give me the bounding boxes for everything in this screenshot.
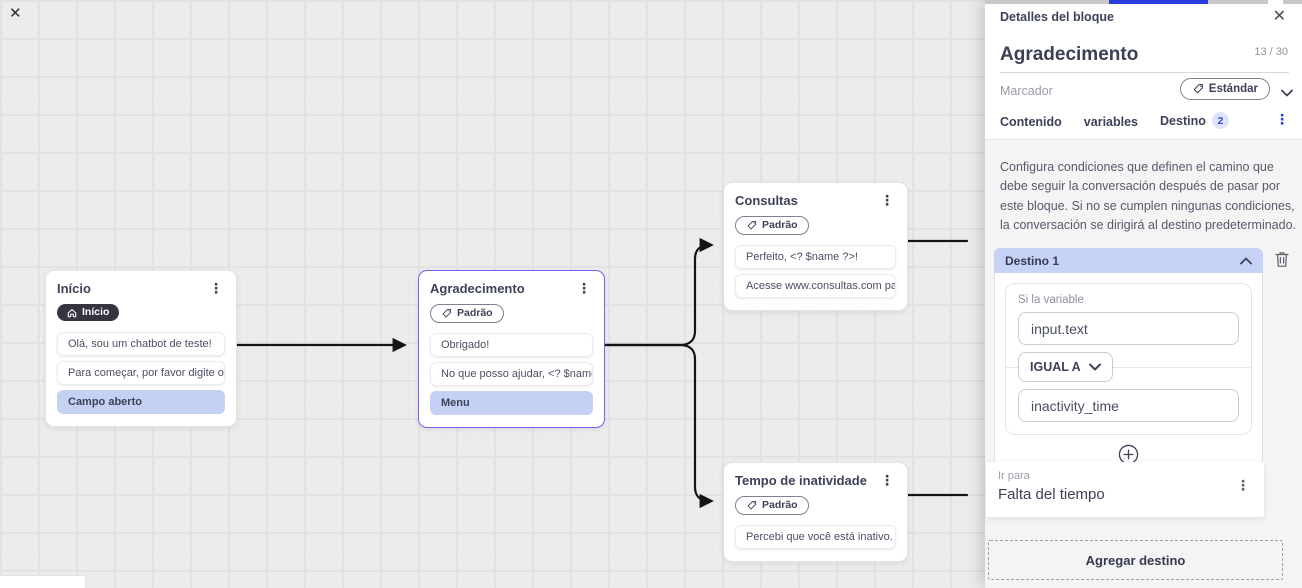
flow-canvas[interactable]: ✕ Início ⋮ xyxy=(0,0,985,588)
close-icon[interactable]: ✕ xyxy=(1272,8,1286,25)
node-title: Consultas xyxy=(735,193,798,208)
panel-top-strip xyxy=(985,0,1302,4)
message-chip[interactable]: No que posso ajudar, <? $name ... xyxy=(430,362,593,387)
message-chip[interactable]: Obrigado! xyxy=(430,333,593,358)
marker-dropdown[interactable]: Estándar xyxy=(1179,78,1270,100)
chevron-up-icon[interactable] xyxy=(1240,257,1252,265)
condition-label: Si la variable xyxy=(1018,294,1084,306)
tab-contenido[interactable]: Contenido xyxy=(1000,112,1062,142)
message-chip[interactable]: Olá, sou um chatbot de teste! xyxy=(57,331,225,356)
panel-top-strip-accent xyxy=(1109,0,1208,4)
delete-destination-button[interactable] xyxy=(1274,250,1290,273)
message-chip[interactable]: Acesse www.consultas.com par... xyxy=(735,274,896,299)
panel-top-strip-notch xyxy=(1268,0,1283,4)
badge-label: Padrão xyxy=(762,218,798,231)
block-details-panel: Detalles del bloque ✕ Agradecimento 13 /… xyxy=(985,0,1302,588)
destination-card-body: Si la variable IGUAL A xyxy=(994,273,1263,478)
tab-label: Contenido xyxy=(1000,114,1062,129)
tab-label: variables xyxy=(1083,114,1139,129)
badge-label: Padrão xyxy=(762,498,798,511)
node-agradecimento[interactable]: Agradecimento ⋮ Padrão Obrigado! No que … xyxy=(418,270,605,429)
tag-icon xyxy=(747,501,757,510)
node-inicio[interactable]: Início ⋮ Início Olá, sou um chatbot de t… xyxy=(45,270,237,427)
condition-card: Si la variable IGUAL A xyxy=(1005,283,1252,435)
message-chip[interactable]: Perfeito, <? $name ?>! xyxy=(735,245,896,270)
badge-label: Padrão xyxy=(457,306,493,319)
trash-icon xyxy=(1275,252,1289,267)
destination-card-title: Destino 1 xyxy=(1005,253,1060,268)
node-title: Agradecimento xyxy=(430,281,525,296)
tag-icon xyxy=(442,309,452,318)
badge-label: Início xyxy=(82,305,110,318)
block-name[interactable]: Agradecimento xyxy=(1000,44,1139,65)
value-input[interactable] xyxy=(1018,389,1239,422)
tab-label: Destino xyxy=(1160,113,1206,128)
char-counter: 13 / 30 xyxy=(1254,46,1288,58)
destination-card-header[interactable]: Destino 1 xyxy=(994,248,1263,273)
panel-title: Detalles del bloque xyxy=(1000,10,1114,24)
canvas-close-icon[interactable]: ✕ xyxy=(9,5,22,22)
node-tempo-inatividade[interactable]: Tempo de inatividade ⋮ Padrão Percebi qu… xyxy=(723,462,908,563)
tab-destino[interactable]: Destino 2 xyxy=(1160,112,1229,142)
go-to-row[interactable]: Ir para Falta del tiempo ⋮ xyxy=(986,462,1264,517)
tag-icon xyxy=(747,221,757,230)
add-destination-button[interactable]: Agregar destino xyxy=(988,540,1283,580)
variable-input[interactable] xyxy=(1018,312,1239,345)
kebab-menu-icon[interactable]: ⋮ xyxy=(1275,111,1289,127)
go-to-label: Ir para xyxy=(998,470,1030,482)
padrao-badge: Padrão xyxy=(735,215,809,236)
node-consultas[interactable]: Consultas ⋮ Padrão Perfeito, <? $name ?>… xyxy=(723,182,908,312)
inicio-badge: Início xyxy=(57,303,120,322)
destination-card: Destino 1 Si la variable IGUAL A xyxy=(994,248,1263,478)
kebab-menu-icon[interactable]: ⋮ xyxy=(880,192,894,208)
kebab-menu-icon[interactable]: ⋮ xyxy=(577,280,591,296)
kebab-menu-icon[interactable]: ⋮ xyxy=(1236,477,1250,493)
menu-chip[interactable]: Menu xyxy=(430,391,593,416)
destination-description: Configura condiciones que definen el cam… xyxy=(1000,160,1296,233)
operator-dropdown[interactable]: IGUAL A xyxy=(1018,352,1113,382)
kebab-menu-icon[interactable]: ⋮ xyxy=(209,280,223,296)
destino-count-badge: 2 xyxy=(1211,112,1229,129)
padrao-badge: Padrão xyxy=(735,495,809,516)
tab-variables[interactable]: variables xyxy=(1084,112,1138,142)
message-chip[interactable]: Para começar, por favor digite o ... xyxy=(57,360,225,385)
tag-icon xyxy=(1193,84,1203,94)
padrao-badge: Padrão xyxy=(430,303,504,324)
operator-row: IGUAL A xyxy=(1006,352,1251,382)
canvas-toolbar-fragment xyxy=(0,575,86,588)
divider xyxy=(1000,72,1289,73)
home-icon xyxy=(67,308,77,317)
message-chip[interactable]: Percebi que você está inativo. C... xyxy=(735,525,896,550)
marker-label: Marcador xyxy=(1000,84,1053,98)
flow-edges xyxy=(235,237,969,509)
tabs-border xyxy=(985,139,1302,140)
chevron-down-icon[interactable] xyxy=(1281,84,1293,102)
node-title: Início xyxy=(57,281,91,296)
chevron-down-icon xyxy=(1088,363,1101,371)
kebab-menu-icon[interactable]: ⋮ xyxy=(880,472,894,488)
open-field-chip[interactable]: Campo aberto xyxy=(57,389,225,414)
node-title: Tempo de inatividade xyxy=(735,473,867,488)
go-to-value: Falta del tiempo xyxy=(998,486,1105,503)
panel-tabs: Contenido variables Destino 2 xyxy=(1000,112,1229,142)
operator-value: IGUAL A xyxy=(1030,360,1081,374)
marker-value: Estándar xyxy=(1208,83,1258,95)
